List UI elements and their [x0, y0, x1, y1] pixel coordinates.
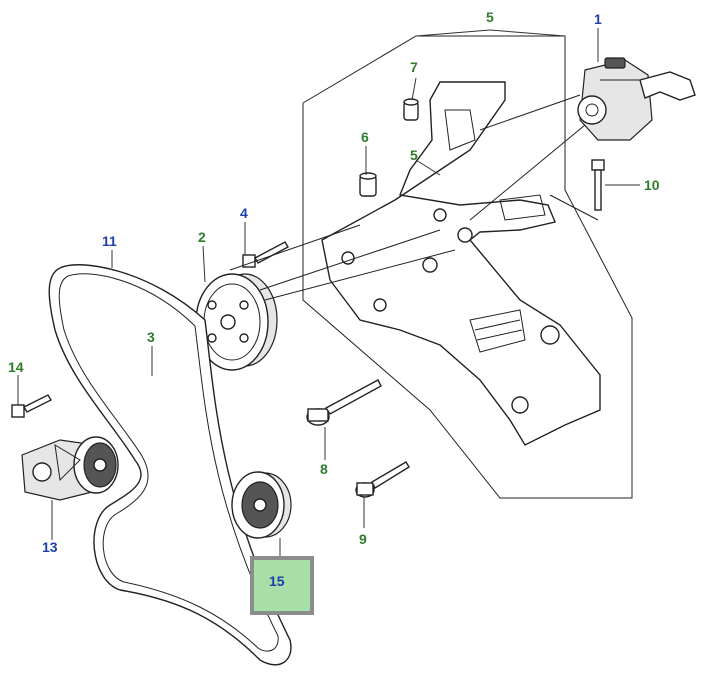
callout-1[interactable]: 1 [594, 11, 602, 27]
crank-pulley-2[interactable] [195, 273, 278, 371]
bolt-9[interactable] [355, 461, 410, 498]
bushing-6[interactable] [359, 172, 377, 197]
idler-pulley-15[interactable] [231, 471, 292, 539]
bracket-group-outline [302, 35, 633, 499]
bolt-14[interactable] [11, 394, 52, 418]
callout-5b[interactable]: 5 [410, 147, 418, 163]
callout-2[interactable]: 2 [198, 229, 206, 245]
callout-6[interactable]: 6 [361, 129, 369, 145]
bushing-7[interactable] [403, 98, 419, 121]
callout-7[interactable]: 7 [410, 59, 418, 75]
callout-13[interactable]: 13 [42, 539, 58, 555]
callout-5[interactable]: 5 [486, 9, 494, 25]
mounting-bracket[interactable] [321, 81, 601, 446]
power-steering-pump[interactable] [577, 57, 696, 141]
callout-3[interactable]: 3 [147, 329, 155, 345]
callout-11[interactable]: 11 [102, 233, 117, 249]
callout-10[interactable]: 10 [644, 177, 660, 193]
callout-8[interactable]: 8 [320, 461, 328, 477]
highlight-box [250, 556, 314, 615]
bolt-10[interactable] [591, 159, 605, 211]
drive-belt-11[interactable] [48, 264, 292, 666]
callout-15[interactable]: 15 [269, 573, 285, 589]
callout-9[interactable]: 9 [359, 531, 367, 547]
callout-14[interactable]: 14 [8, 359, 24, 375]
bolt-8[interactable] [306, 379, 382, 426]
belt-tensioner-13[interactable] [21, 436, 119, 501]
callout-4[interactable]: 4 [240, 205, 248, 221]
